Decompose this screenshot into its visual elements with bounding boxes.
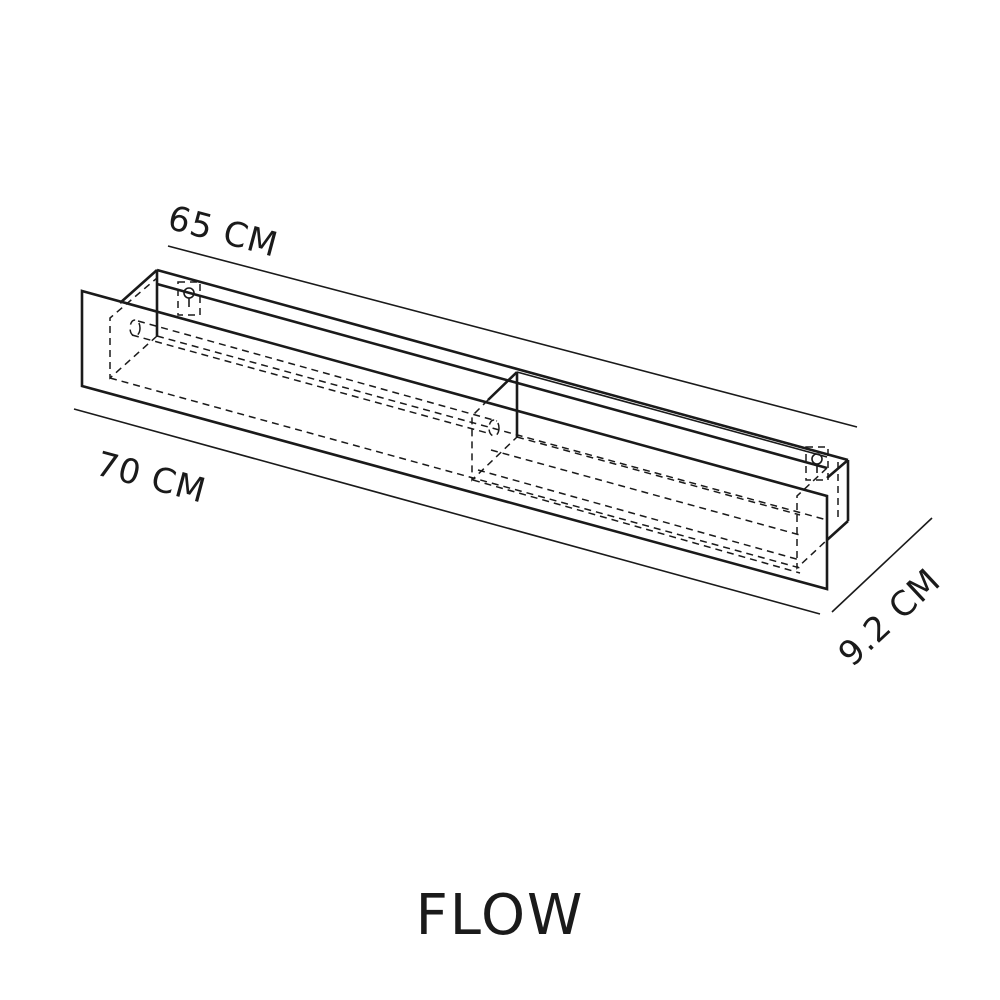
keyhole-bracket-right bbox=[805, 446, 829, 481]
dim-label-65: 65 CM bbox=[164, 198, 283, 266]
dim-label-70: 70 CM bbox=[92, 444, 211, 512]
dimension-height: 9.2 CM bbox=[831, 517, 949, 675]
dimension-front: 70 CM bbox=[73, 408, 821, 615]
middle-divider bbox=[487, 371, 828, 458]
front-panel bbox=[80, 289, 829, 591]
dim-label-9-2: 9.2 CM bbox=[831, 561, 949, 675]
back-panel bbox=[119, 268, 850, 541]
hidden-edges bbox=[109, 277, 839, 574]
dimension-back: 65 CM bbox=[164, 198, 858, 428]
product-title: FLOW bbox=[416, 883, 585, 948]
keyhole-bracket-left bbox=[177, 281, 201, 316]
